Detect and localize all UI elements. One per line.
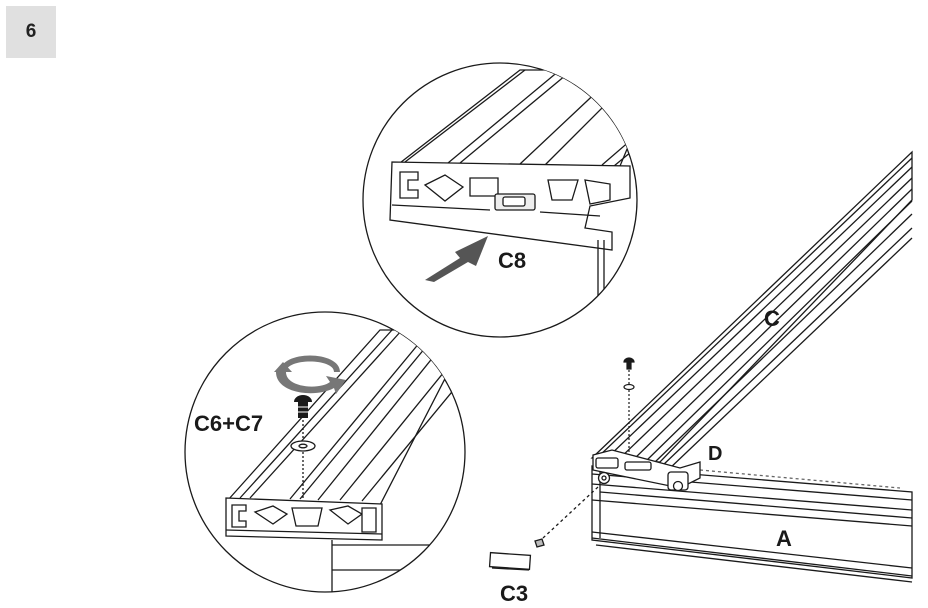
label-c8: C8 [498,248,526,273]
rotate-arrow-icon [274,355,346,394]
detail-circle-c8: C8 [362,62,638,338]
rail-a [591,460,913,583]
insert-arrow-icon [425,236,488,282]
detail-circle-c6-c7: C6+C7 [184,311,466,593]
screw-icon [294,395,312,418]
label-c6-c7: C6+C7 [194,411,263,436]
label-d: D [708,443,722,465]
screw-icon [623,357,635,455]
label-a: A [776,526,792,551]
step-number: 6 [25,21,37,42]
joint-plate-d [592,449,701,492]
label-c: C [764,306,780,331]
end-cap-c3 [488,486,599,571]
step-number-badge: 6 [6,6,56,58]
rail-c [590,150,913,471]
label-c3: C3 [500,581,528,606]
